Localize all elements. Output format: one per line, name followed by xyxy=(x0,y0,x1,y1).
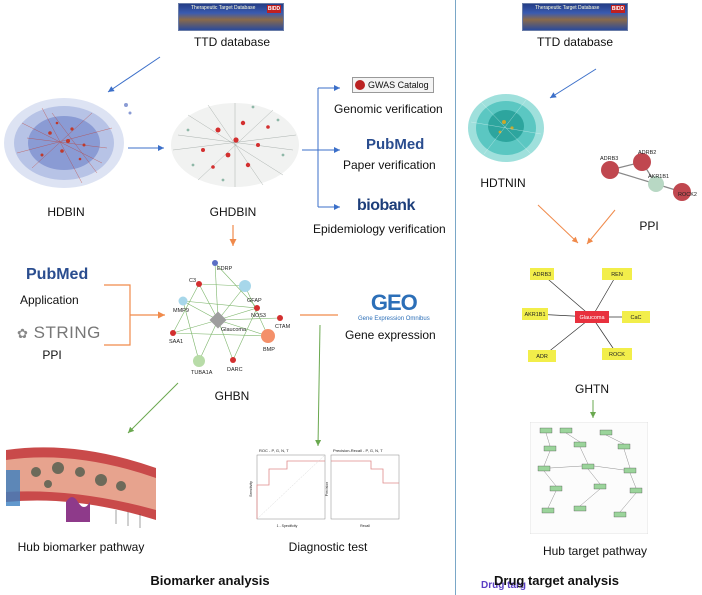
hub-biomarker-pathway-label: Hub biomarker pathway xyxy=(17,540,145,554)
string-molecule-icon: ✿ xyxy=(17,326,29,341)
bidd-badge: BIDD xyxy=(267,5,281,13)
hub-target-pathway-image xyxy=(530,422,648,534)
gwas-logo-text: GWAS Catalog xyxy=(368,80,429,90)
hdtnin-network-image xyxy=(468,94,544,162)
ghtn-node-ren: REN xyxy=(611,272,623,278)
roc-ylabel: Sensitivity xyxy=(249,481,253,497)
ppi-node-adrb3: ADRB3 xyxy=(600,156,618,162)
pr-ylabel: Precision xyxy=(325,482,329,496)
gwas-icon xyxy=(355,80,365,90)
ghdbin-network-image xyxy=(171,103,299,187)
hub-biomarker-pathway-image xyxy=(6,447,156,528)
ttd-label-left: TTD database xyxy=(193,35,271,49)
ghtn-label: GHTN xyxy=(575,382,609,396)
pr-xlabel: Recall xyxy=(360,524,370,528)
ghbn-network: EDRP C3 GFAP MMP9 NOS3 CTAM SAA1 BMP TUB… xyxy=(169,260,291,376)
biobank-logo-text: biobank xyxy=(357,197,415,214)
ghbn-node-mmp9: MMP9 xyxy=(173,308,189,314)
hdbin-network-image xyxy=(4,98,132,188)
pubmed-logo-text-2: PubMed xyxy=(26,266,89,283)
ghtn-network: ADRB3 REN AKR1B1 CaC ADR ROCK Glaucoma xyxy=(522,268,650,362)
ghtn-node-cac: CaC xyxy=(630,315,641,321)
diagnostic-plots: ROC - P, G, N, T Precision-Recall - P, G… xyxy=(249,448,400,528)
ppi-network-right: ADRB3 ADRB2 AKR1B1 ROCK2 xyxy=(600,150,697,201)
ttd-banner-image: Therapeutic Target Database BIDD xyxy=(178,3,284,31)
bidd-badge-right: BIDD xyxy=(611,5,625,13)
ghbn-node-nos3: NOS3 xyxy=(251,313,266,319)
ghbn-node-c3: C3 xyxy=(189,278,196,284)
ghtn-node-adrb3: ADRB3 xyxy=(533,272,551,278)
hdbin-label: HDBIN xyxy=(47,205,85,219)
ttd-banner-image-right: Therapeutic Target Database BIDD xyxy=(522,3,628,31)
ghbn-center-node: Glaucoma xyxy=(221,327,247,333)
hub-target-pathway-label: Hub target pathway xyxy=(542,544,648,558)
ppi-node-rock2: ROCK2 xyxy=(678,192,697,198)
string-logo-text: STRING xyxy=(33,323,101,342)
pubmed-logo-text: PubMed xyxy=(366,136,425,153)
pubmed-logo-verification: PubMed xyxy=(366,136,424,153)
ppi-node-adrb2: ADRB2 xyxy=(638,150,656,156)
paper-verification-label: Paper verification xyxy=(343,158,436,172)
ghtn-center-node: Glaucoma xyxy=(579,315,605,321)
ttd-banner-title: Therapeutic Target Database xyxy=(191,5,256,11)
ghbn-node-saa1: SAA1 xyxy=(169,339,183,345)
ghbn-node-bmp: BMP xyxy=(263,347,275,353)
epidemiology-verification-label: Epidemiology verification xyxy=(313,222,446,236)
diagnostic-test-label: Diagnostic test xyxy=(288,540,368,554)
pr-plot-title: Precision-Recall - P, G, N, T xyxy=(333,448,383,453)
genomic-verification-label: Genomic verification xyxy=(334,102,443,116)
ghbn-node-tuba1a: TUBA1A xyxy=(191,370,213,376)
ghtn-node-adr: ADR xyxy=(536,354,548,360)
biomarker-analysis-title: Biomarker analysis xyxy=(150,573,270,588)
ghbn-node-ctam: CTAM xyxy=(275,324,291,330)
ghtn-node-rock: ROCK xyxy=(609,352,625,358)
ttd-label-right: TTD database xyxy=(536,35,614,49)
ppi-node-akr1b1: AKR1B1 xyxy=(648,174,669,180)
section-divider xyxy=(455,0,456,595)
gene-expression-label: Gene expression xyxy=(345,328,436,342)
ghdbin-label: GHDBIN xyxy=(209,205,257,219)
ppi-label-right: PPI xyxy=(639,219,659,233)
overlap-fragment-text: Drug targ xyxy=(481,580,526,591)
ghbn-node-gfap: GFAP xyxy=(247,298,262,304)
ghbn-node-edrp: EDRP xyxy=(217,266,233,272)
pubmed-logo-application: PubMed xyxy=(26,266,88,284)
roc-xlabel: 1 - Specificity xyxy=(277,524,298,528)
string-logo: ✿ STRING xyxy=(17,323,101,343)
ghbn-label: GHBN xyxy=(214,389,250,403)
ghbn-node-darc: DARC xyxy=(227,367,243,373)
ghtn-node-akr1b1: AKR1B1 xyxy=(524,312,545,318)
ttd-banner-title-right: Therapeutic Target Database xyxy=(535,5,600,11)
geo-logo-text: GEO xyxy=(370,290,418,315)
gwas-catalog-logo: GWAS Catalog xyxy=(352,77,434,93)
ppi-label-left: PPI xyxy=(42,348,62,362)
geo-logo: GEO Gene Expression Omnibus xyxy=(358,290,430,322)
application-label: Application xyxy=(20,293,79,307)
pr-curve xyxy=(331,460,399,484)
geo-logo-subtitle: Gene Expression Omnibus xyxy=(358,316,430,322)
drug-target-analysis-title: Drug target analysis xyxy=(494,573,619,588)
roc-curve xyxy=(256,460,325,519)
biobank-logo: biobank xyxy=(357,197,415,215)
hdtnin-label: HDTNIN xyxy=(480,176,526,190)
roc-plot-title: ROC - P, G, N, T xyxy=(259,448,289,453)
